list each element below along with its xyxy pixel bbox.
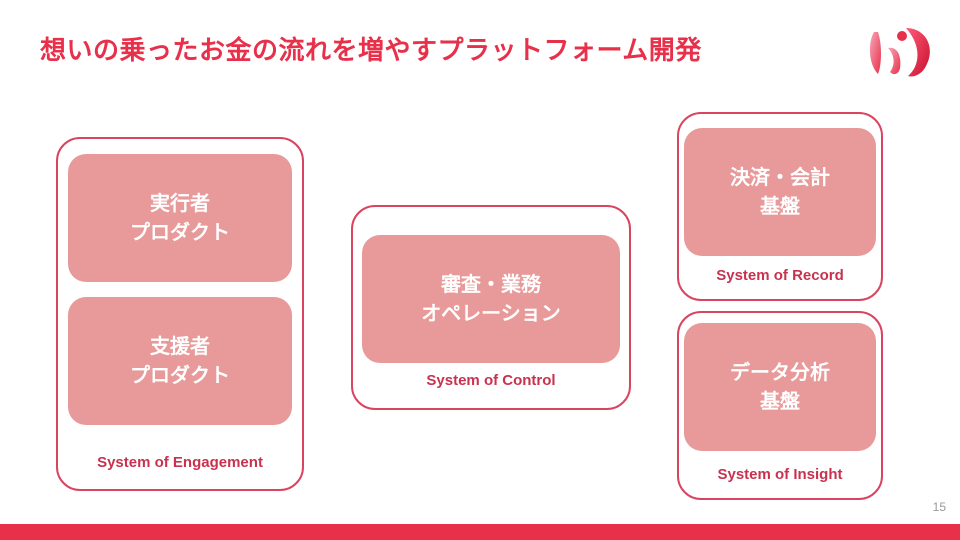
card-line: 基盤 xyxy=(760,389,800,413)
group-system-of-engagement: 実行者 プロダクト 支援者 プロダクト System of Engagement xyxy=(56,137,304,491)
group-system-of-control: 審査・業務 オペレーション System of Control xyxy=(351,205,631,410)
card-line: 審査・業務 xyxy=(440,272,541,296)
brand-logo-icon xyxy=(869,28,930,77)
card-line: 決済・会計 xyxy=(730,165,830,189)
card-line: データ分析 xyxy=(730,360,830,384)
group-system-of-insight: データ分析 基盤 System of Insight xyxy=(677,311,883,500)
group-label-insight: System of Insight xyxy=(717,466,843,483)
group-system-of-record: 決済・会計 基盤 System of Record xyxy=(677,112,883,301)
card-review-operations: 審査・業務 オペレーション xyxy=(362,235,620,363)
card-line: 支援者 xyxy=(150,334,210,358)
card-executor-product: 実行者 プロダクト xyxy=(68,154,292,282)
page-number: 15 xyxy=(932,500,946,514)
card-line: 基盤 xyxy=(760,194,800,218)
card-line: 実行者 xyxy=(150,191,210,215)
card-line: オペレーション xyxy=(421,301,561,325)
group-label-control: System of Control xyxy=(426,372,556,389)
group-label-engagement: System of Engagement xyxy=(97,454,263,471)
card-payment-accounting: 決済・会計 基盤 xyxy=(684,128,876,256)
footer-bar xyxy=(0,524,960,540)
card-line: プロダクト xyxy=(130,363,230,387)
card-supporter-product: 支援者 プロダクト xyxy=(68,297,292,425)
card-data-analysis: データ分析 基盤 xyxy=(684,323,876,451)
group-label-record: System of Record xyxy=(716,267,844,284)
card-line: プロダクト xyxy=(130,220,230,244)
slide-title: 想いの乗ったお金の流れを増やすプラットフォーム開発 xyxy=(40,36,702,66)
